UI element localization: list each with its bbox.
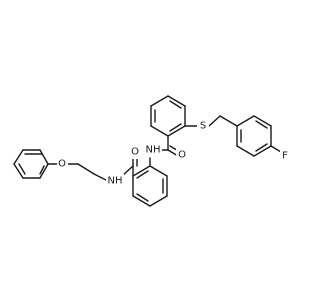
nh-upper-label: NH (146, 145, 161, 156)
ring-anthranilamide (132, 165, 168, 207)
chemical-structure: S F NH O O NH O (13, 95, 290, 207)
o-lower-label: O (131, 147, 139, 158)
bond-ch2-ch2 (77, 163, 95, 175)
ring-phenoxy (13, 149, 49, 179)
fluorine-atom: F (280, 149, 290, 163)
bond-nh-ch2 (93, 173, 109, 182)
sulfur-label: S (200, 121, 206, 132)
bond-s-ch2 (208, 115, 221, 127)
carbonyl-oxygen-upper: O (176, 148, 188, 162)
amide-nh-upper: NH (144, 143, 162, 157)
carbonyl-oxygen-lower: O (129, 145, 141, 159)
fluorine-label: F (282, 151, 288, 162)
o-upper-label: O (178, 150, 186, 161)
o-ether-label: O (58, 159, 66, 170)
ether-oxygen: O (57, 157, 68, 171)
nh-lower-label: NH (108, 176, 123, 187)
bond-ring-f (270, 145, 282, 153)
ring-upper-benzamide (150, 95, 186, 137)
sulfur-atom: S (197, 119, 209, 133)
atom-labels: S F NH O O NH O (57, 119, 290, 188)
bond-ch2-ring (219, 115, 238, 127)
amide-nh-lower: NH (106, 174, 124, 188)
ring-fluorophenyl (236, 115, 272, 157)
